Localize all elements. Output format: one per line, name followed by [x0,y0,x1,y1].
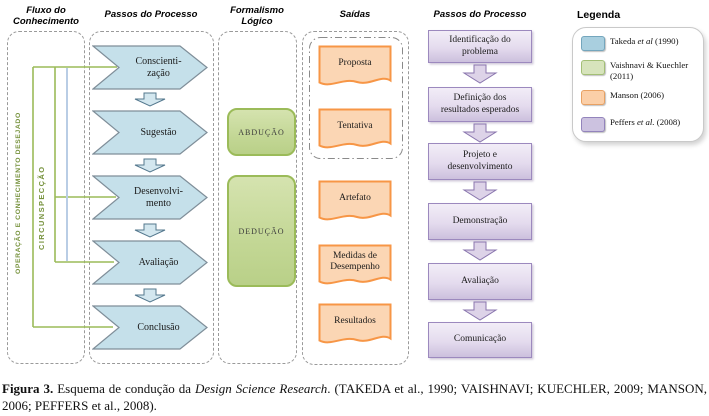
output-label: Resultados [334,315,376,326]
header-outputs: Saídas [339,9,371,20]
output-medidas-de-desempenho: Medidas de Desempenho [318,244,392,290]
legend-label: Manson (2006) [610,90,664,100]
header-logical-formalism: Formalismo Lógico [230,5,284,28]
down-arrow-icon [134,223,166,238]
step-comunicacao: Comunicação [428,322,532,358]
step-conscientizacao: Conscienti- zação [92,45,208,90]
legend-box: Takeda et al (1990) Vaishnavi & Kuechler… [572,27,704,142]
legend-label: Vaishnavi & Kuechler (2011) [610,60,689,81]
step-definicao-dos-resultados: Definição dos resultados esperados [428,87,532,122]
step-avaliacao: Avaliação [92,240,208,285]
step-desenvolvimento: Desenvolvi- mento [92,175,208,220]
down-arrow-icon [134,288,166,303]
step-projeto-e-desenvolvimento: Projeto e desenvolvimento [428,143,532,180]
down-arrow-icon [462,301,498,321]
legend-title: Legenda [577,9,621,21]
figure-number: Figura 3. [2,381,54,396]
down-arrow-icon [134,92,166,107]
legend-item-manson: Manson (2006) [581,90,700,105]
circumspection-label: CIRCUNSPECÇÃO [37,165,46,250]
document-shape [318,45,392,86]
down-arrow-icon [462,181,498,201]
step-conclusao: Conclusão [92,305,208,350]
peffers-color-swatch [581,117,605,132]
output-tentativa: Tentativa [318,108,392,154]
step-demonstracao: Demonstração [428,203,532,240]
legend-label: Peffers et al. (2008) [610,117,681,127]
step-label: Desenvolvi- mento [134,186,183,209]
figure-caption: Figura 3. Esquema de condução da Design … [2,381,707,413]
step-label: Conscienti- zação [135,56,182,79]
output-proposta: Proposta [318,45,392,91]
operation-desired-knowledge-label: OPERAÇÃO E CONHECIMENTO DESEJADO [15,112,22,274]
document-shape [318,180,392,221]
legend-item-vaishnavi-kuechler: Vaishnavi & Kuechler (2011) [581,60,700,82]
formalism-abducao: ABDUÇÃO [227,108,296,156]
output-artefato: Artefato [318,180,392,226]
legend-item-peffers: Peffers et al. (2008) [581,117,700,132]
document-shape [318,303,392,344]
header-process-steps-right: Passos do Processo [433,9,527,20]
step-label: Conclusão [137,321,180,333]
chevron-shape [92,175,208,220]
legend-item-takeda: Takeda et al (1990) [581,36,700,51]
chevron-shape [92,45,208,90]
down-arrow-icon [462,123,498,143]
chevron-shape [92,305,208,350]
step-label: Sugestão [140,126,177,138]
down-arrow-icon [134,158,166,173]
output-label: Artefato [339,192,371,203]
document-shape [318,244,392,285]
chevron-shape [92,240,208,285]
manson-color-swatch [581,90,605,105]
document-shape [318,108,392,149]
down-arrow-icon [462,241,498,261]
step-sugestao: Sugestão [92,110,208,155]
figure-title-italic: Design Science Research [194,381,328,396]
output-label: Tentativa [337,120,373,131]
header-knowledge-flow: Fluxo do Conhecimento [13,5,79,28]
header-process-steps-left: Passos do Processo [104,9,198,20]
output-resultados: Resultados [318,303,392,349]
vaishnavi-color-swatch [581,60,605,75]
step-label: Avaliação [138,256,179,268]
frame-logical-formalism [218,31,297,364]
step-avaliacao-right: Avaliação [428,263,532,300]
chevron-shape [92,110,208,155]
takeda-color-swatch [581,36,605,51]
formalism-deducao: DEDUÇÃO [227,175,296,287]
frame-outputs [302,31,409,365]
output-label: Proposta [338,57,372,68]
output-label: Medidas de Desempenho [330,251,380,272]
down-arrow-icon [462,64,498,84]
legend-label: Takeda et al (1990) [610,36,679,46]
step-identificacao-do-problema: Identificação do problema [428,30,532,63]
